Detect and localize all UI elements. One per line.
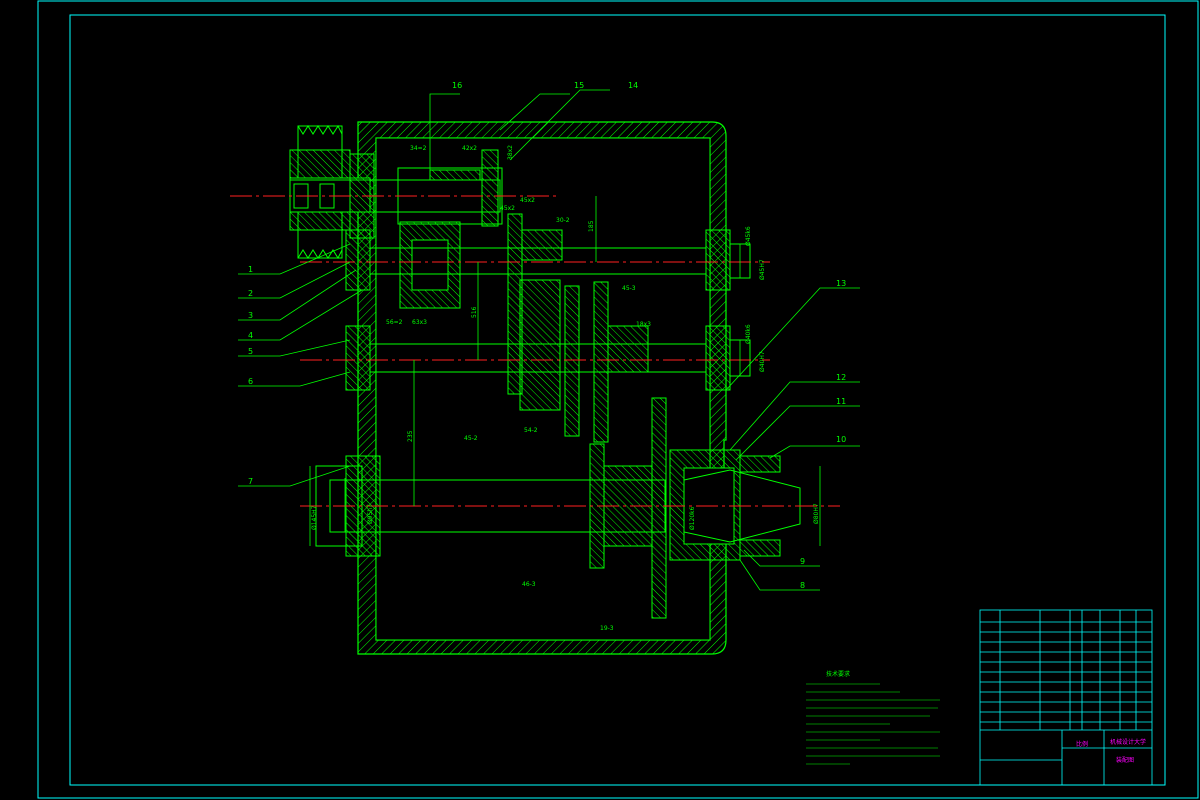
dim-label: 56=2 [386,319,403,326]
sheet-inner-frame [69,14,1166,786]
dim-label: 63x3 [412,319,427,326]
part-number-6: 6 [248,377,253,386]
part-number-10: 10 [836,435,846,444]
dim-label: 45-3 [622,285,636,292]
part-number-7: 7 [248,477,253,486]
centerlines [230,195,840,507]
dim-label: 54-2 [524,427,538,434]
dim-label: Ø40k6 [745,324,752,344]
dim-label: 45x2 [520,197,535,204]
part-number-11: 11 [836,397,846,406]
dim-label: 235 [407,430,414,442]
part-number-8: 8 [800,581,805,590]
part-number-1: 1 [248,265,253,274]
sheet-outer-frame [37,0,1199,799]
dim-label: 34=2 [410,145,427,152]
leader-lines [238,89,860,591]
part-number-4: 4 [248,331,253,340]
output-shaft [315,397,801,619]
technical-notes: 技术要求 [806,670,940,765]
title-scale-label: 比例 [1076,740,1088,748]
title-block [979,609,1153,786]
part-number-16: 16 [452,81,462,90]
dim-label: 18x3 [636,321,651,328]
dimension-labels: 34=2 42x2 38x2 185 45x2 45x2 30-2 45-3 1… [311,145,820,632]
dim-label: Ø120k6 [689,506,696,530]
part-number-14: 14 [628,81,638,90]
dim-label: Ø45H7 [759,259,766,280]
dim-label: 185 [588,220,595,232]
part-number-13: 13 [836,279,846,288]
title-drawing-name: 装配图 [1116,756,1134,764]
part-number-labels: 1 2 3 4 5 6 7 8 9 10 11 12 13 14 15 16 [248,81,846,590]
notes-title: 技术要求 [826,670,850,678]
dim-label: 516 [471,306,478,318]
dim-label: 45-2 [464,435,478,442]
dim-label: Ø95h7 [367,504,374,524]
dim-label: 42x2 [462,145,477,152]
dim-label: Ø80H7 [813,503,820,524]
part-number-2: 2 [248,289,253,298]
part-number-5: 5 [248,347,253,356]
dimension-lines [309,196,821,546]
dim-label: 45x2 [500,205,515,212]
dim-label: 38x2 [507,145,514,160]
part-number-9: 9 [800,557,805,566]
dim-label: 19-3 [600,625,614,632]
dim-label: 46-3 [522,581,536,588]
shaft-2 [345,213,751,395]
title-school: 机械设计大学 [1110,738,1146,746]
part-number-12: 12 [836,373,846,382]
dim-label: 30-2 [556,217,570,224]
part-number-3: 3 [248,311,253,320]
part-number-15: 15 [574,81,584,90]
dim-label: Ø40H7 [759,351,766,372]
dim-label: Ø45k6 [745,226,752,246]
dim-label: Ø145H7 [311,505,318,530]
